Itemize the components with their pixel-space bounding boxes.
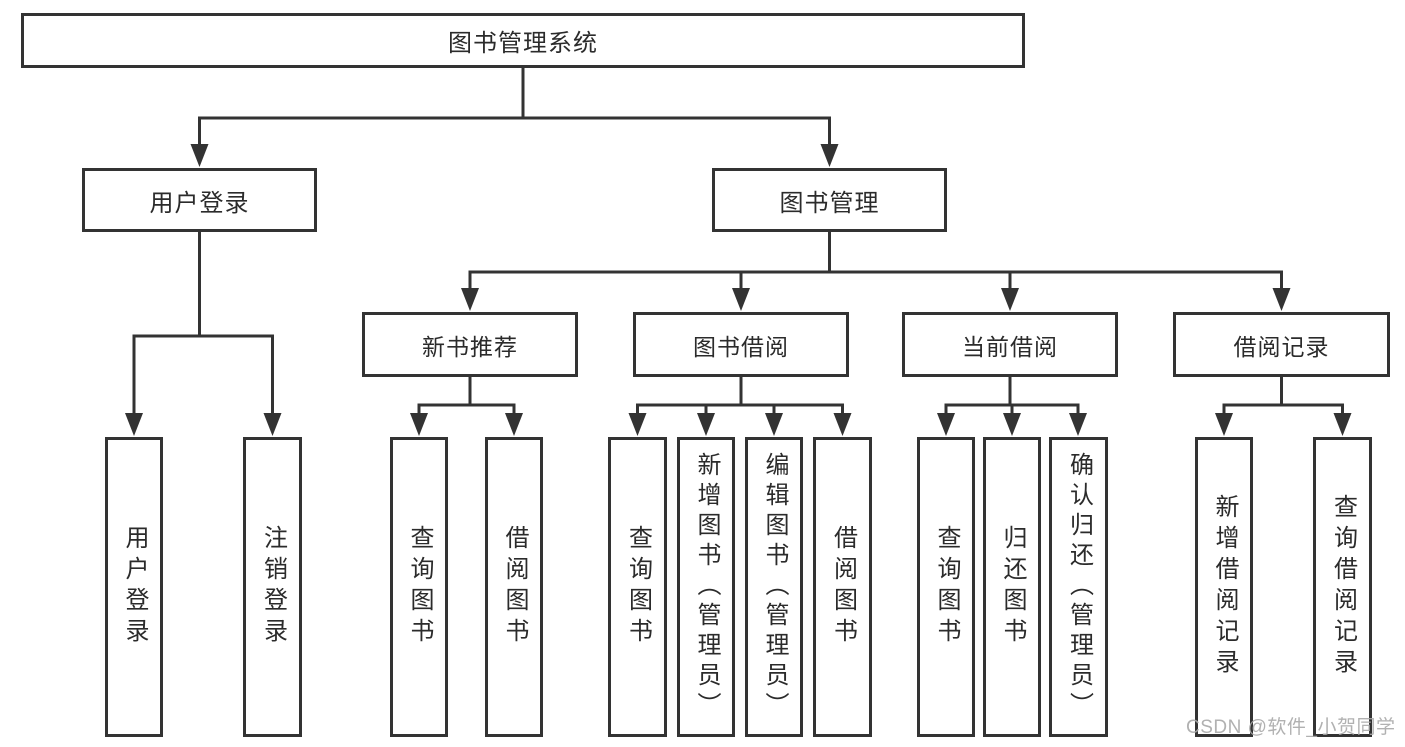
leaf-br-query-borrow-record: 查询借阅记录 [1313,437,1372,737]
node-book-management: 图书管理 [712,168,947,232]
arrowhead-bb-query [628,413,647,436]
arrowhead-rec-borrow [505,413,523,436]
arrowhead-leaf-user-login [125,413,143,436]
leaf-logout-login: 注销登录 [243,437,302,737]
arrowhead-book-mgmt [820,144,839,167]
leaf-bb-add-books-admin: 新增图书（管理员） [677,437,735,737]
arrowhead-bb-borrow [833,413,852,436]
node-user-login: 用户登录 [82,168,317,232]
arrowhead-current-borrow [1001,288,1019,311]
leaf-bb-borrow-books: 借阅图书 [813,437,872,737]
arrowhead-cb-confirm [1069,413,1087,436]
watermark: CSDN @软件_小贺同学 [1186,717,1396,738]
leaf-br-add-borrow-record: 新增借阅记录 [1195,437,1253,737]
arrowhead-borrow-records [1272,288,1291,311]
leaf-rec-borrow-books: 借阅图书 [485,437,543,737]
leaf-rec-query-books: 查询图书 [390,437,448,737]
node-root-system: 图书管理系统 [21,13,1025,68]
leaf-user-login: 用户登录 [105,437,163,737]
node-borrow-records: 借阅记录 [1173,312,1390,377]
arrowhead-rec-query [410,413,428,436]
node-new-book-recommend: 新书推荐 [362,312,578,377]
leaf-cb-return-books: 归还图书 [983,437,1041,737]
leaf-cb-confirm-return-admin: 确认归还（管理员） [1049,437,1108,737]
arrowhead-br-query [1333,413,1352,436]
arrowhead-leaf-logout [263,413,282,436]
node-book-borrow: 图书借阅 [633,312,849,377]
leaf-cb-query-books: 查询图书 [917,437,975,737]
arrowhead-new-book-rec [461,288,479,311]
arrowhead-cb-query [937,413,955,436]
arrowhead-bb-edit [765,413,783,436]
arrowhead-bb-add [697,413,715,436]
arrowhead-book-borrow [732,288,750,311]
node-current-borrow: 当前借阅 [902,312,1118,377]
arrowhead-cb-return [1003,413,1021,436]
leaf-bb-edit-books-admin: 编辑图书（管理员） [745,437,803,737]
leaf-bb-query-books: 查询图书 [608,437,667,737]
arrowhead-user-login [190,144,209,167]
arrowhead-br-add [1215,413,1233,436]
